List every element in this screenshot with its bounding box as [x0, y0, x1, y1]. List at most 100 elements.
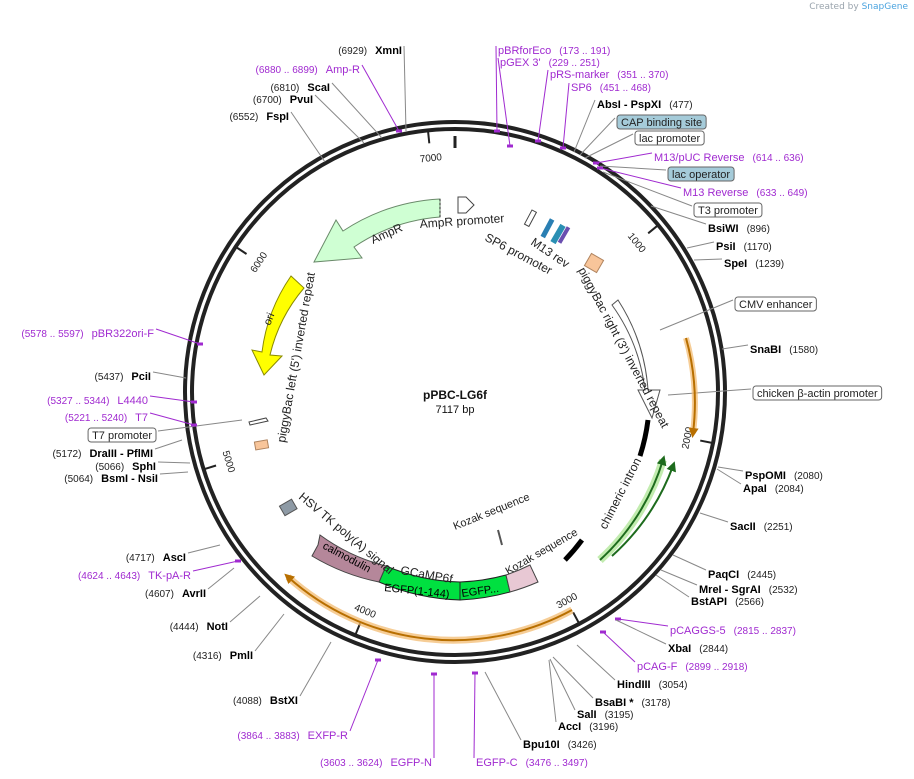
feature-box-label[interactable]: lac promoter [634, 130, 705, 146]
site-label[interactable]: HindIII(3054) [617, 679, 688, 691]
label-leader [349, 659, 379, 732]
site-label[interactable]: (6700)PvuI [253, 94, 313, 106]
sp6-promoter-marker[interactable] [523, 209, 538, 228]
primer-label[interactable]: (5578 .. 5597)pBR322ori-F [21, 328, 154, 340]
primer-label[interactable]: pBRforEco(173 .. 191) [498, 45, 610, 57]
site-label[interactable]: BsiWI(896) [708, 223, 770, 235]
label-text: (4088)BstXI [233, 695, 298, 707]
pbr-marker[interactable] [540, 218, 555, 239]
site-label[interactable]: PspOMI(2080) [745, 470, 823, 482]
site-label[interactable]: ApaI(2084) [743, 483, 804, 495]
site-label[interactable]: SpeI(1239) [724, 258, 784, 270]
label-name: EXFP-R [308, 730, 348, 742]
site-label[interactable]: AbsI - PspXI(477) [597, 99, 693, 111]
pb-left-marker[interactable] [248, 417, 269, 426]
site-label[interactable]: BstAPI(2566) [691, 596, 764, 608]
primer-label[interactable]: (4624 .. 4643)TK-pA-R [78, 570, 191, 582]
site-label[interactable]: PaqCI(2445) [708, 569, 776, 581]
site-label[interactable]: (5064)BsmI - NsiI [64, 473, 158, 485]
site-label[interactable]: (5437)PciI [95, 371, 151, 383]
label-leader [721, 344, 749, 350]
primer-label[interactable]: (6880 .. 6899)Amp-R [256, 64, 361, 76]
label-text: SP6(451 .. 468) [571, 82, 651, 94]
pb-right-arrow[interactable] [611, 299, 661, 420]
label-text: (6552)FspI [229, 111, 289, 123]
ori-arrow[interactable] [251, 275, 305, 376]
gcamp-tail[interactable] [505, 564, 539, 593]
label-leader [548, 659, 557, 723]
label-leader [290, 111, 326, 163]
feature-box-label[interactable]: T7 promoter [87, 427, 157, 443]
primer-label[interactable]: (5327 .. 5344)L4440 [47, 395, 148, 407]
calmodulin-arrow[interactable] [311, 534, 387, 583]
label-text: SpeI(1239) [724, 258, 784, 270]
site-label[interactable]: SalI(3195) [577, 709, 633, 721]
primer-label[interactable]: (5221 .. 5240)T7 [65, 412, 148, 424]
primer-label[interactable]: (3864 .. 3883)EXFP-R [237, 730, 348, 742]
site-label[interactable]: AccI(3196) [558, 721, 618, 733]
backbone-outer [183, 120, 727, 664]
site-label[interactable]: (4316)PmlI [193, 650, 253, 662]
ruler-tick [204, 464, 217, 470]
label-pos: (2899 .. 2918) [685, 662, 747, 673]
primer-label[interactable]: pGEX 3'(229 .. 251) [500, 57, 600, 69]
site-label[interactable]: SnaBI(1580) [750, 344, 818, 356]
site-label[interactable]: PsiI(1170) [716, 241, 772, 253]
site-label[interactable]: (4444)NotI [170, 621, 228, 633]
site-label[interactable]: XbaI(2844) [668, 643, 728, 655]
primer-label[interactable]: pCAG-F(2899 .. 2918) [637, 661, 748, 673]
hsv-tk-square[interactable] [278, 498, 298, 517]
label-name: pRS-marker [550, 69, 610, 81]
feature-box-label[interactable]: CMV enhancer [734, 296, 817, 312]
label-text: (5064)BsmI - NsiI [64, 473, 158, 485]
primer-label[interactable]: (3603 .. 3624)EGFP-N [320, 757, 432, 769]
site-label[interactable]: (4088)BstXI [233, 695, 298, 707]
primer-mark [560, 146, 566, 150]
site-label[interactable]: (6552)FspI [229, 111, 289, 123]
primer-mark [235, 559, 241, 563]
ampr-arrow[interactable] [313, 198, 441, 263]
primer-label[interactable]: pCAGGS-5(2815 .. 2837) [670, 625, 796, 637]
site-label[interactable]: (4607)AvrII [145, 588, 206, 600]
site-label[interactable]: Bpu10I(3426) [523, 739, 597, 751]
site-label[interactable]: (6929)XmnI [338, 45, 402, 57]
primer-label[interactable]: M13/pUC Reverse(614 .. 636) [654, 152, 804, 164]
site-label[interactable]: BsaBI *(3178) [595, 697, 670, 709]
feature-box-label[interactable]: lac operator [667, 166, 735, 182]
primer-label[interactable]: pRS-marker(351 .. 370) [550, 69, 668, 81]
label-pos: (2445) [747, 570, 776, 581]
site-label[interactable]: (5066)SphI [95, 461, 156, 473]
label-pos: (229 .. 251) [549, 58, 600, 69]
feature-box-label[interactable]: chicken β-actin promoter [752, 385, 883, 401]
feature-box-text: CAP binding site [621, 117, 702, 129]
feature-box-label[interactable]: T3 promoter [693, 202, 763, 218]
chicken-actin-block[interactable] [637, 419, 651, 457]
pb-right-square[interactable] [583, 252, 605, 274]
ruler-tick [427, 131, 431, 144]
label-name: AvrII [182, 588, 206, 600]
backbone-inner [190, 127, 720, 657]
m13-marker[interactable] [557, 226, 571, 244]
label-pos: (451 .. 468) [600, 83, 651, 94]
plasmid-size: 7117 bp [436, 404, 475, 416]
label-pos: (4088) [233, 696, 262, 707]
label-text: (5066)SphI [95, 461, 156, 473]
primer-label[interactable]: EGFP-C(3476 .. 3497) [476, 757, 588, 769]
site-label[interactable]: MreI - SgrAI(2532) [699, 584, 798, 596]
site-label[interactable]: (4717)AscI [126, 552, 186, 564]
label-leader [159, 471, 189, 475]
feature-box-label[interactable]: CAP binding site [616, 114, 707, 130]
site-label[interactable]: (6810)ScaI [270, 82, 330, 94]
label-pos: (5064) [64, 474, 93, 485]
primer-mark [535, 139, 541, 143]
primer-label[interactable]: M13 Reverse(633 .. 649) [683, 187, 808, 199]
lac-operator-marker[interactable] [550, 223, 566, 245]
site-label[interactable]: (5172)DraIII - PflMI [53, 448, 153, 460]
primer-label[interactable]: SP6(451 .. 468) [571, 82, 651, 94]
created-by-text: Created by [809, 2, 859, 12]
pb-left-square[interactable] [253, 439, 270, 451]
kozak-block[interactable] [563, 538, 585, 562]
site-label[interactable]: SacII(2251) [730, 521, 793, 533]
ampr-promoter-arrow[interactable] [457, 196, 475, 214]
